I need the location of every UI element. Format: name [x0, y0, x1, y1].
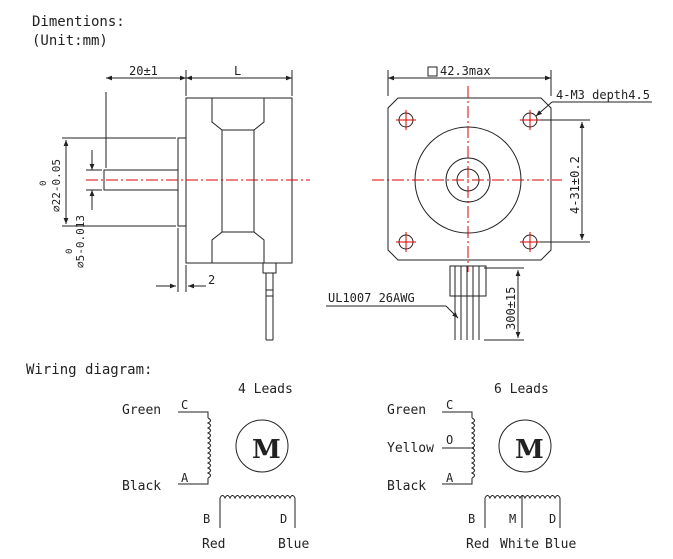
motor-circle-4: [235, 419, 289, 473]
four-blue-label: Blue: [278, 537, 309, 552]
six-yellow-label: Yellow: [387, 441, 434, 456]
six-b-label: B: [468, 512, 475, 526]
side-view: [62, 70, 293, 341]
four-leads-title: 4 Leads: [238, 382, 293, 397]
six-white-label: White: [500, 537, 539, 552]
wiring-title: Wiring diagram:: [26, 362, 152, 378]
coil-ac: [206, 417, 211, 479]
dim-flange: 2: [208, 273, 215, 287]
four-b-label: B: [203, 512, 210, 526]
dim-shaft-tol: 0: [65, 249, 75, 254]
four-green-label: Green: [122, 403, 161, 418]
motor-boss: [177, 137, 187, 227]
six-black-label: Black: [387, 479, 426, 494]
motor-m-6: M: [515, 435, 544, 465]
six-c-label: C: [446, 398, 453, 412]
motor-m-4: M: [252, 435, 281, 465]
dim-shaft-diameter: ∅5-0.013: [74, 215, 87, 268]
four-a-label: A: [181, 471, 189, 485]
six-d-label: D: [549, 512, 556, 526]
six-o-label: O: [446, 433, 453, 447]
header-title: Dimentions:: [32, 14, 125, 30]
front-square: [387, 97, 552, 261]
dim-boss-diameter: ∅22-0.05: [50, 159, 63, 212]
six-blue-label: Blue: [545, 537, 576, 552]
six-leads-title: 6 Leads: [494, 382, 549, 397]
dim-body-length: L: [234, 64, 241, 78]
cable-spec: UL1007 26AWG: [328, 291, 415, 305]
dim-holes: 4-M3 depth4.5: [556, 88, 650, 102]
six-a-label: A: [446, 471, 454, 485]
six-m-label: M: [509, 512, 516, 526]
square-symbol: [427, 66, 438, 77]
header-unit: (Unit:mm): [32, 33, 108, 49]
dim-width: 42.3max: [440, 64, 491, 78]
dim-shaft-length: 20±1: [129, 64, 158, 78]
front-view: [326, 70, 652, 341]
four-d-label: D: [280, 512, 287, 526]
wiring-4-leads: 4 Leads Green C Black A B D Red Blue M: [122, 382, 309, 552]
dim-boss-tol: 0: [39, 181, 49, 186]
coil-bd: [219, 495, 296, 500]
motor-circle-6: [498, 419, 552, 473]
four-red-label: Red: [202, 537, 225, 552]
six-red-label: Red: [466, 537, 489, 552]
six-green-label: Green: [387, 403, 426, 418]
four-black-label: Black: [122, 479, 161, 494]
wiring-6-leads: 6 Leads Green C Yellow O Black A B M D R…: [387, 382, 576, 552]
front-center-lines: [372, 86, 562, 272]
dim-cable-length: 300±15: [504, 287, 518, 330]
dim-hole-spacing: 4-31±0.2: [568, 156, 582, 214]
coil-bd-6: [484, 495, 561, 500]
four-c-label: C: [181, 398, 188, 412]
